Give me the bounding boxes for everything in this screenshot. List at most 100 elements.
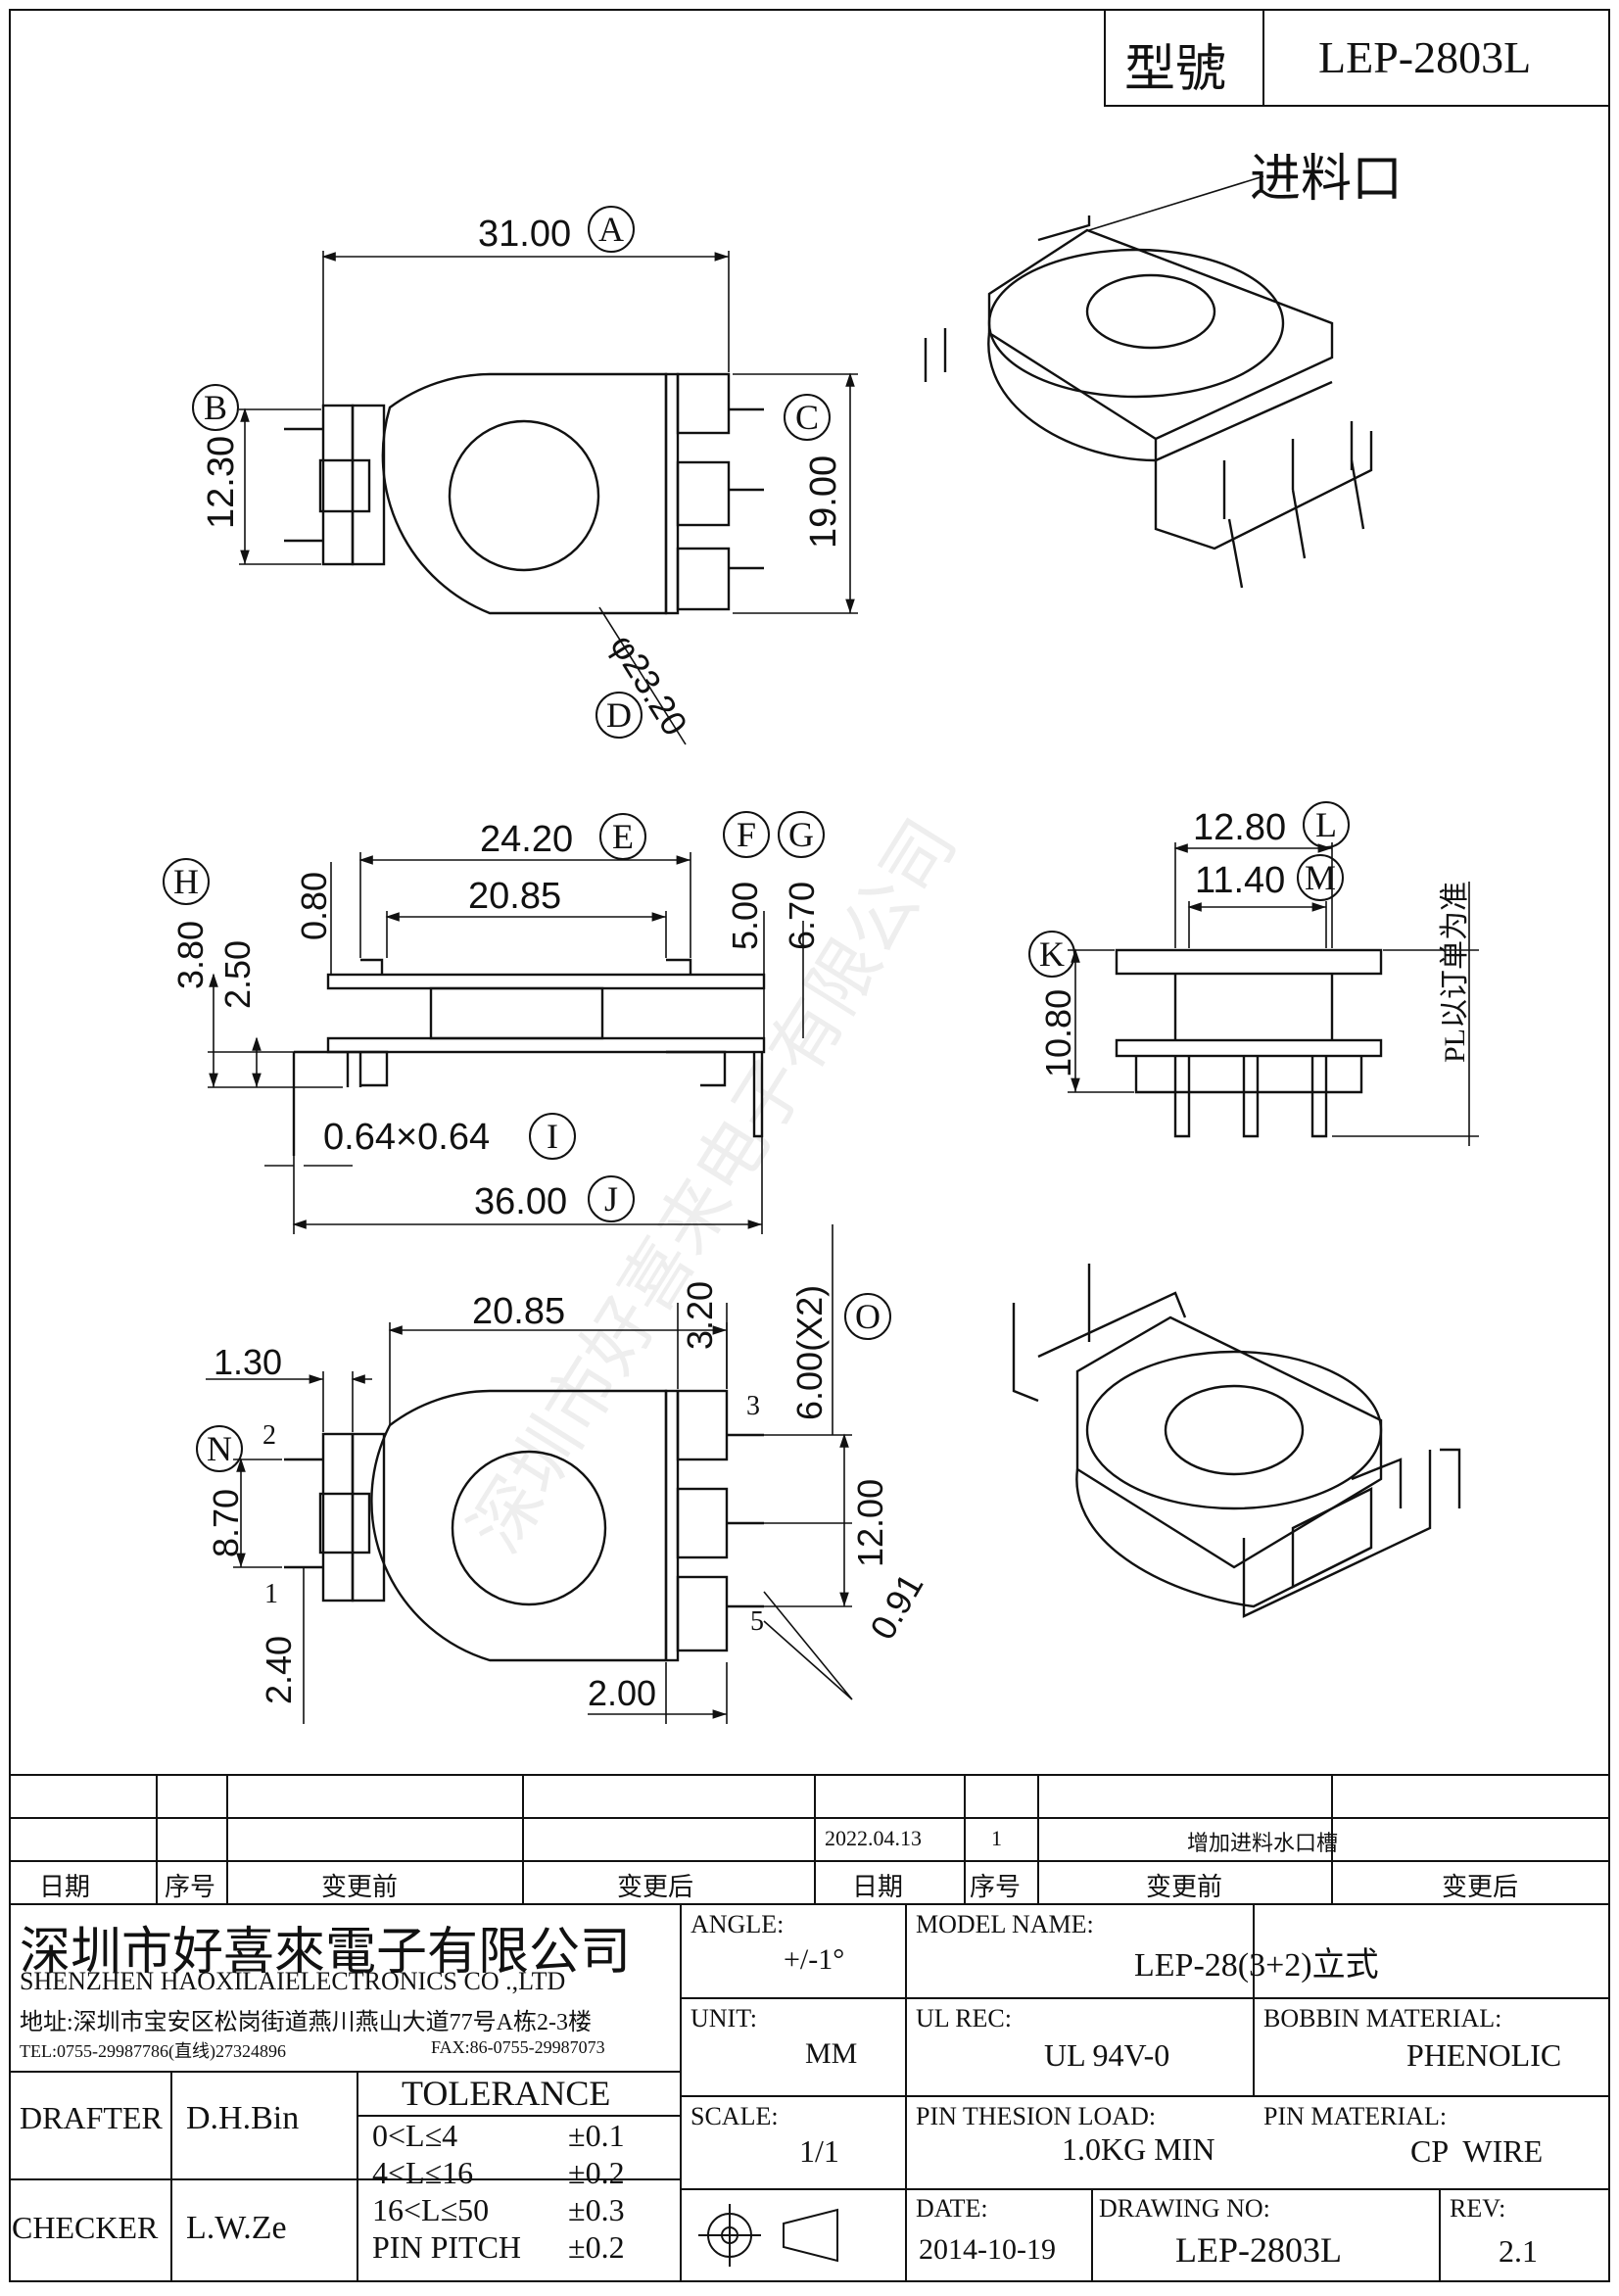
label-h: H [163, 858, 210, 905]
pin-5-label: 5 [750, 1606, 764, 1637]
top-view-dims [239, 251, 858, 745]
dim-j-value: 36.00 [474, 1181, 568, 1222]
rev-header-before: 变更前 [321, 1873, 399, 1901]
scale-value: 1/1 [799, 2133, 839, 2169]
drawing-no-value: LEP-2803L [1175, 2230, 1342, 2270]
tolerance-tol-4: ±0.2 [568, 2229, 625, 2265]
dim-080-value: 0.80 [294, 871, 334, 940]
drawing-no-label: DRAWING NO: [1099, 2194, 1270, 2223]
company-fax: FAX:86-0755-29987073 [431, 2037, 605, 2057]
rev-label: REV: [1450, 2194, 1506, 2223]
rev-row-seq: 1 [991, 1826, 1002, 1850]
angle-label: ANGLE: [690, 1910, 785, 1938]
end-view-dims [1068, 842, 1479, 1146]
title-block-lines [10, 9, 1610, 2281]
rev-row-date: 2022.04.13 [825, 1826, 922, 1850]
company-name-en: SHENZHEN HAOXILAIELECTRONICS CO .,LTD [20, 1967, 566, 1995]
ul-rec-value: UL 94V-0 [1044, 2037, 1170, 2073]
bottom-view [284, 1389, 764, 1662]
dim-240-value: 2.40 [259, 1635, 299, 1704]
tolerance-symbol [698, 2204, 838, 2267]
label-f: F [723, 811, 770, 858]
top-view [284, 372, 764, 615]
company-name-cn: 深圳市好喜來電子有限公司 [20, 1925, 632, 1981]
rev-header-date-2: 日期 [852, 1873, 904, 1901]
label-c: C [784, 394, 831, 441]
tolerance-range-4: PIN PITCH [372, 2229, 522, 2265]
label-e: E [599, 813, 646, 860]
dim-f-value: 5.00 [725, 881, 765, 950]
tolerance-range-3: 16<L≤50 [372, 2192, 490, 2227]
rev-row-after: 增加进料水口槽 [1187, 1831, 1339, 1855]
pin-1-label: 1 [264, 1579, 278, 1609]
pin-2-label: 2 [262, 1420, 276, 1451]
label-i: I [529, 1113, 576, 1160]
tolerance-title: TOLERANCE [402, 2074, 611, 2113]
dim-inner-value: 20.85 [468, 876, 562, 917]
rev-header-seq-2: 序号 [970, 1873, 1022, 1901]
pin-3-label: 3 [746, 1391, 760, 1421]
tolerance-tol-2: ±0.2 [568, 2155, 625, 2190]
model-name-label: MODEL NAME: [916, 1910, 1094, 1938]
dim-200-value: 2.00 [588, 1673, 657, 1713]
iso-view-bottom [1012, 1264, 1461, 1618]
company-tel: TEL:0755-29987786(直线)27324896 [20, 2041, 286, 2061]
drafter-label: DRAFTER [20, 2100, 163, 2135]
dim-l-value: 12.80 [1193, 807, 1287, 848]
dim-k-value: 10.80 [1038, 988, 1078, 1077]
dim-a-value: 31.00 [478, 214, 572, 255]
date-label: DATE: [916, 2194, 988, 2223]
dim-o-value: 6.00(X2) [789, 1284, 830, 1420]
pin-material-label: PIN MATERIAL: [1263, 2102, 1448, 2130]
label-k: K [1028, 931, 1075, 978]
angle-value: +/-1° [784, 1943, 845, 1976]
rev-header-after: 变更后 [617, 1873, 694, 1901]
side-view [292, 958, 766, 1156]
pin-tension-value: 1.0KG MIN [1062, 2131, 1215, 2167]
dim-b-value: 12.30 [201, 435, 242, 529]
bobbin-material-value: PHENOLIC [1406, 2037, 1562, 2073]
checker-value: L.W.Ze [186, 2210, 287, 2246]
model-name-value: LEP-28(3+2)立式 [1134, 1947, 1379, 1984]
label-b: B [192, 384, 239, 431]
tolerance-tol-3: ±0.3 [568, 2192, 625, 2227]
dim-i-value: 0.64×0.64 [323, 1117, 491, 1158]
dim-m-value: 11.40 [1195, 860, 1286, 901]
bobbin-material-label: BOBBIN MATERIAL: [1263, 2004, 1502, 2033]
dim-130-value: 1.30 [214, 1342, 283, 1382]
label-o: O [844, 1293, 891, 1340]
label-a: A [588, 206, 635, 253]
end-view [1115, 948, 1383, 1138]
iso-view-top [924, 215, 1373, 589]
dim-n-value: 8.70 [206, 1488, 246, 1557]
feed-inlet-leader [1088, 175, 1264, 231]
dim-250-value: 2.50 [217, 939, 258, 1009]
rev-header-before-2: 变更前 [1146, 1873, 1223, 1901]
scale-label: SCALE: [690, 2102, 779, 2130]
label-g: G [778, 811, 825, 858]
date-value: 2014-10-19 [919, 2233, 1056, 2266]
dim-c-value: 19.00 [803, 454, 844, 549]
rev-header-date: 日期 [39, 1873, 91, 1901]
side-view-dims [208, 852, 804, 1234]
dim-e-value: 24.20 [480, 819, 574, 860]
rev-header-seq: 序号 [165, 1873, 216, 1901]
dim-320-value: 3.20 [680, 1280, 720, 1350]
sheet-border [9, 9, 1610, 2282]
checker-label: CHECKER [12, 2210, 159, 2245]
label-d: D [595, 692, 643, 739]
unit-value: MM [805, 2037, 858, 2070]
tolerance-range-1: 0<L≤4 [372, 2118, 458, 2153]
bottom-view-dims [206, 1224, 853, 1724]
model-value: LEP-2803L [1318, 32, 1532, 82]
tolerance-range-2: 4<L≤16 [372, 2155, 474, 2190]
dim-1200-value: 12.00 [850, 1478, 890, 1567]
label-l: L [1303, 801, 1350, 848]
unit-label: UNIT: [690, 2004, 758, 2033]
drafter-value: D.H.Bin [186, 2100, 300, 2136]
feed-inlet-label: 进料口 [1250, 152, 1404, 208]
label-n: N [196, 1425, 243, 1472]
rev-value: 2.1 [1499, 2233, 1538, 2269]
